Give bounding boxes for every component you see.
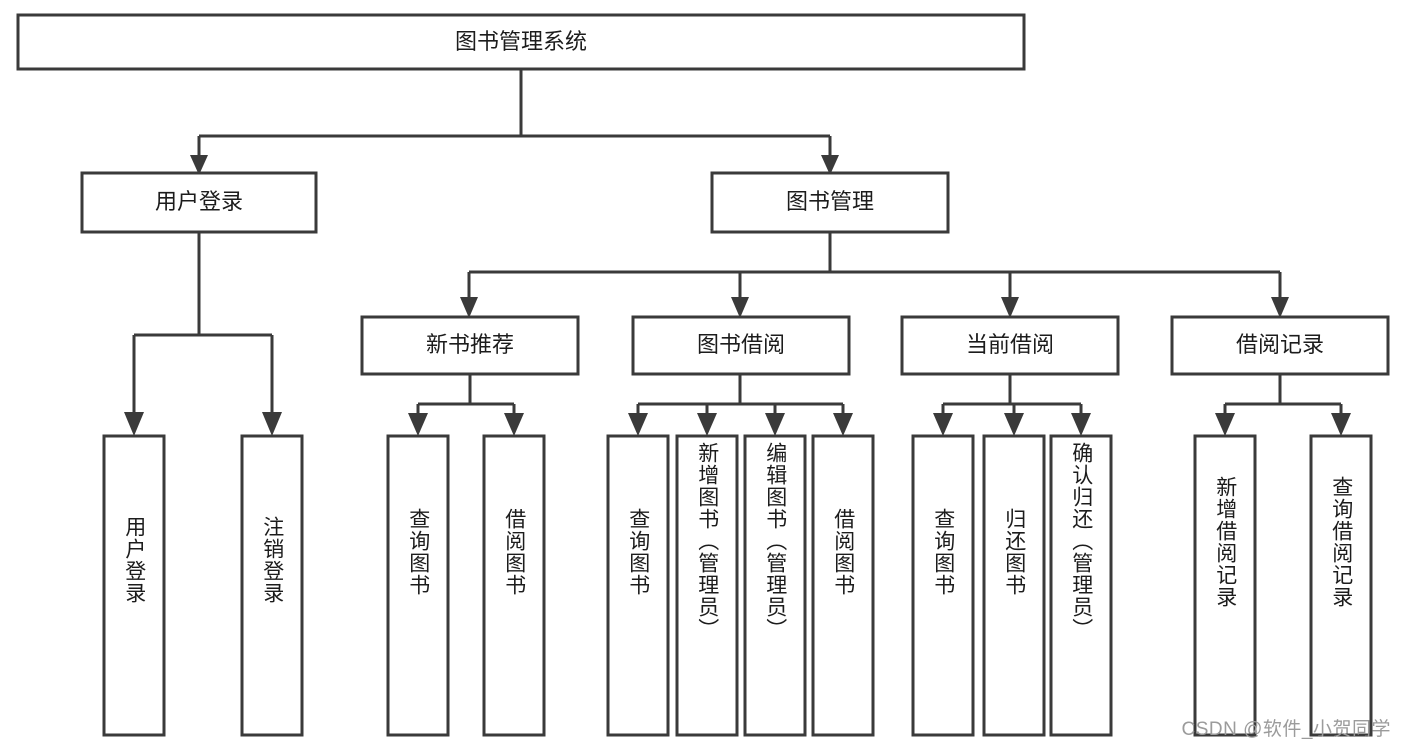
leaf-boxes [102, 434, 1373, 737]
connector-group-book-borrow [628, 374, 853, 436]
arrow-head-leaf-return-book [1004, 413, 1024, 436]
leaf-box-return-book[interactable] [982, 434, 1046, 737]
leaf-box-borrow-book[interactable] [811, 434, 875, 737]
node-borrow-record-label: 借阅记录 [1236, 332, 1324, 357]
leaf-box-logout[interactable] [240, 434, 304, 737]
node-current-borrow-rect[interactable] [900, 315, 1120, 376]
watermark-text: CSDN @软件_小贺同学 [1181, 719, 1391, 740]
arrow-head-newbook [460, 297, 478, 318]
node-book-borrow-label: 图书借阅 [697, 332, 785, 357]
node-book-borrow[interactable]: 图书借阅 [631, 315, 851, 376]
node-book-borrow-rect[interactable] [631, 315, 851, 376]
node-root-rect[interactable] [16, 13, 1026, 71]
arrow-head-leaf-logout [262, 412, 282, 436]
connector-group-book-management [460, 232, 1289, 318]
node-user-login[interactable]: 用户登录 [80, 171, 318, 234]
arrow-head-leaf-add-record [1215, 413, 1235, 436]
leaf-box-query-book-borrow[interactable] [606, 434, 670, 737]
arrow-head-leaf-borrow-book-new [504, 413, 524, 436]
node-book-management[interactable]: 图书管理 [710, 171, 950, 234]
arrow-head-leaf-user-login [124, 412, 144, 436]
node-current-borrow[interactable]: 当前借阅 [900, 315, 1120, 376]
node-user-login-label: 用户登录 [155, 189, 243, 214]
connector-group-borrow-record [1215, 374, 1351, 436]
node-borrow-record[interactable]: 借阅记录 [1170, 315, 1390, 376]
arrow-head-book-management [821, 155, 839, 175]
arrow-head-bookborrow [731, 297, 749, 318]
leaf-box-borrow-book-new[interactable] [482, 434, 546, 737]
leaf-box-user-login[interactable] [102, 434, 166, 737]
leaf-box-add-record[interactable] [1193, 434, 1257, 737]
node-root-label: 图书管理系统 [455, 29, 587, 54]
leaf-box-add-book[interactable] [675, 434, 739, 737]
leaf-box-query-book-new[interactable] [386, 434, 450, 737]
node-new-book-recommend[interactable]: 新书推荐 [360, 315, 580, 376]
arrow-head-leaf-query-record [1331, 413, 1351, 436]
node-root[interactable]: 图书管理系统 [16, 13, 1026, 71]
arrow-head-leaf-query-book-borrow [628, 413, 648, 436]
arrow-head-user-login [190, 155, 208, 175]
node-book-management-rect[interactable] [710, 171, 950, 234]
arrow-head-leaf-query-book-new [408, 413, 428, 436]
arrow-head-currentborrow [1001, 297, 1019, 318]
leaf-box-edit-book[interactable] [743, 434, 807, 737]
node-book-management-label: 图书管理 [786, 189, 874, 214]
node-new-book-recommend-label: 新书推荐 [426, 332, 514, 357]
node-user-login-rect[interactable] [80, 171, 318, 234]
arrow-head-leaf-add-book [697, 413, 717, 436]
node-current-borrow-label: 当前借阅 [966, 332, 1054, 357]
connector-group-root [190, 69, 839, 175]
node-borrow-record-rect[interactable] [1170, 315, 1390, 376]
leaf-box-confirm-return[interactable] [1049, 434, 1113, 737]
connector-group-new-book-recommend [408, 374, 524, 436]
connector-group-current-borrow [933, 374, 1091, 436]
arrow-head-leaf-query-book-cur [933, 413, 953, 436]
leaf-box-query-book-cur[interactable] [911, 434, 975, 737]
arrow-head-borrowrecord [1271, 297, 1289, 318]
arrow-head-leaf-confirm-return [1071, 413, 1091, 436]
arrow-head-leaf-edit-book [765, 413, 785, 436]
node-new-book-recommend-rect[interactable] [360, 315, 580, 376]
connector-group-user-login [124, 232, 282, 436]
leaf-box-query-record[interactable] [1309, 434, 1373, 737]
arrow-head-leaf-borrow-book [833, 413, 853, 436]
